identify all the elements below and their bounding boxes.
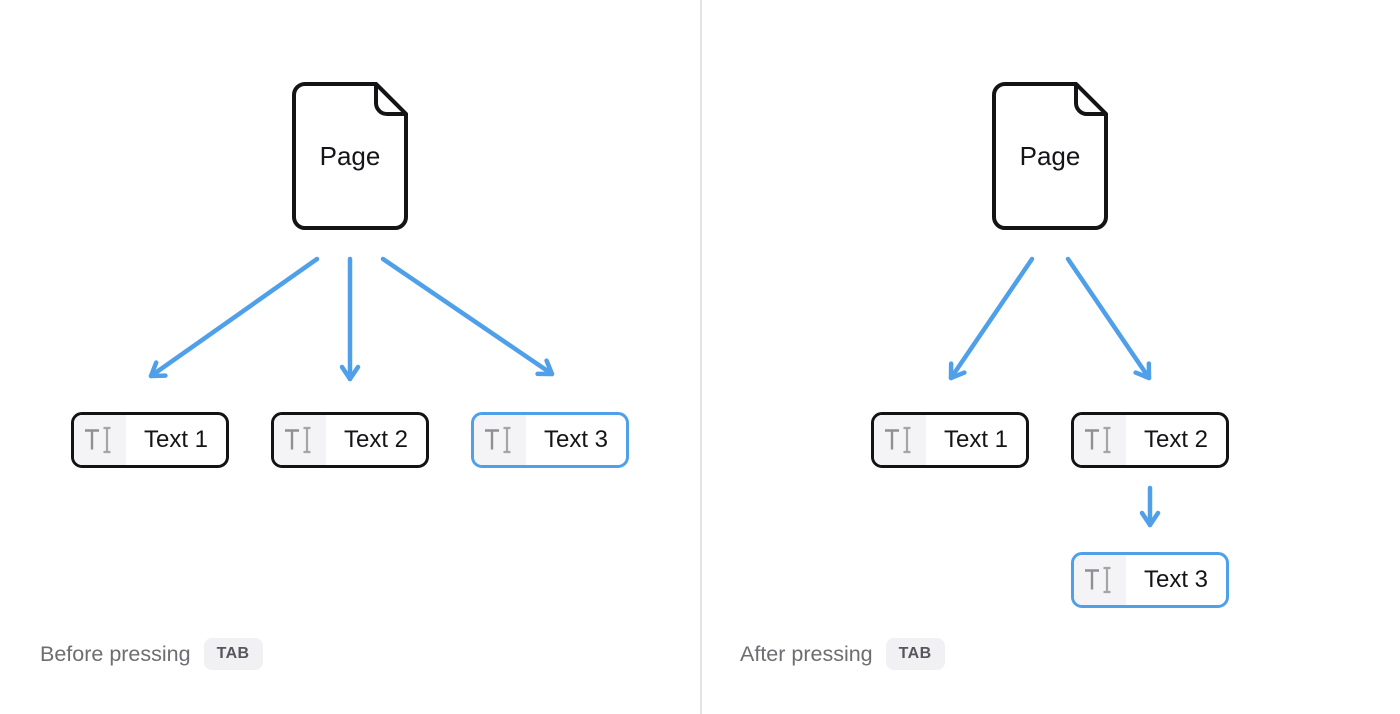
page-label: Page: [319, 140, 381, 171]
page-node: Page: [292, 82, 408, 230]
panel-after: Page Text 1 Text 2: [700, 0, 1400, 714]
caption-text: Before pressing: [40, 641, 191, 666]
text-cursor-icon: [474, 415, 526, 465]
text-block-2: Text 2: [271, 412, 429, 468]
panel-divider: [700, 0, 702, 714]
text-block-label: Text 1: [143, 426, 209, 453]
text-cursor-icon: [874, 415, 926, 465]
caption-text: After pressing: [740, 641, 873, 666]
tab-key-badge: TAB: [203, 638, 263, 670]
text-block-label: Text 2: [343, 426, 409, 453]
text-block-label: Text 3: [1143, 566, 1209, 593]
text-block-1: Text 1: [71, 412, 229, 468]
text-block-1: Text 1: [871, 412, 1029, 468]
text-block-3: Text 3: [1071, 552, 1229, 608]
document-icon: [992, 82, 1108, 230]
page-label: Page: [1019, 140, 1081, 171]
text-block-2: Text 2: [1071, 412, 1229, 468]
caption-after: After pressing TAB: [740, 637, 945, 671]
caption-before: Before pressing TAB: [40, 637, 263, 671]
tab-key-badge: TAB: [885, 638, 945, 670]
text-block-label: Text 2: [1143, 426, 1209, 453]
text-block-3: Text 3: [471, 412, 629, 468]
text-cursor-icon: [274, 415, 326, 465]
document-icon: [292, 82, 408, 230]
text-block-label: Text 3: [543, 426, 609, 453]
text-block-label: Text 1: [943, 426, 1009, 453]
text-cursor-icon: [1074, 415, 1126, 465]
panel-before: Page Text 1 Text 2: [40, 82, 629, 671]
text-cursor-icon: [74, 415, 126, 465]
text-cursor-icon: [1074, 555, 1126, 605]
page-node: Page: [992, 82, 1108, 230]
